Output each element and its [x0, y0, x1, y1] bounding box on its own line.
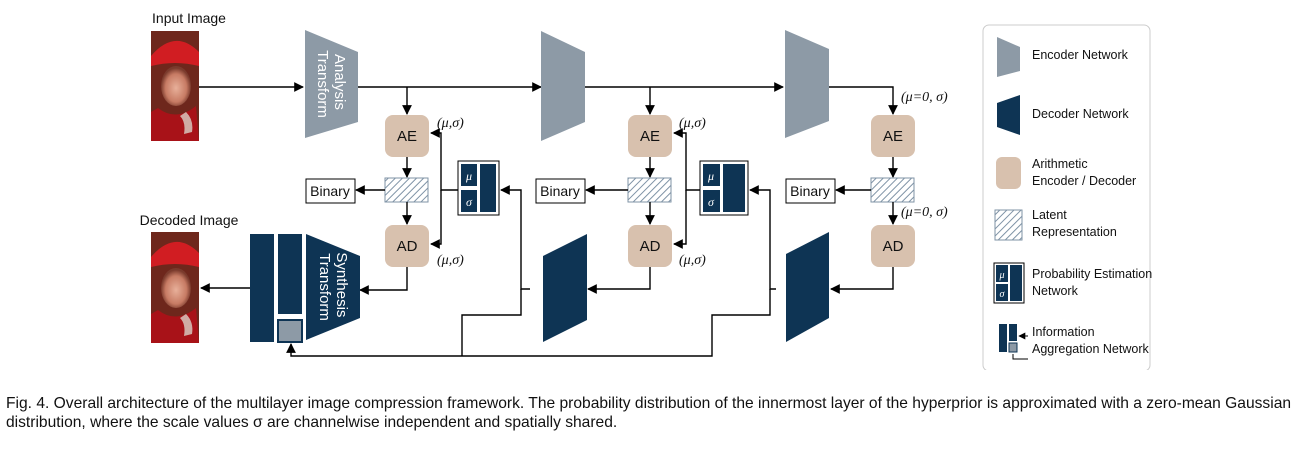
input-image — [151, 31, 199, 141]
svg-text:μ: μ — [465, 169, 472, 183]
ae-label-2: AE — [640, 128, 660, 145]
latent-1 — [384, 177, 429, 203]
hyper-decoder-1 — [543, 234, 587, 342]
legend-decoder-label: Decoder Network — [1032, 107, 1129, 121]
legend-prob-label: Probability Estimation Network — [1032, 267, 1156, 298]
input-image-label: Input Image — [152, 10, 226, 26]
arithmetic-decoder-3 — [871, 225, 915, 267]
binary-label-2: Binary — [540, 183, 580, 199]
svg-text:μ: μ — [998, 270, 1004, 281]
analysis-transform — [305, 30, 358, 138]
ad-label-1: AD — [397, 238, 418, 255]
musigma-1a: (μ,σ) — [437, 116, 464, 131]
musigma-2a: (μ,σ) — [679, 116, 706, 131]
analysis-transform-label: Analysis Transform — [314, 50, 348, 118]
ae-label-1: AE — [397, 128, 417, 145]
latent-2 — [627, 177, 672, 203]
svg-text:μ: μ — [707, 169, 714, 183]
arithmetic-decoder-1 — [385, 225, 429, 267]
ad-label-2: AD — [640, 238, 661, 255]
legend-arith-icon — [996, 157, 1021, 189]
synthesis-transform-label: Synthesis Transform — [316, 252, 350, 321]
hyper-encoder-1 — [541, 31, 585, 141]
legend-latent-label: Latent Representation — [1032, 208, 1117, 239]
binary-box-3 — [785, 178, 836, 204]
figure-caption: Fig. 4. Overall architecture of the mult… — [6, 395, 1292, 431]
svg-text:σ: σ — [466, 195, 473, 209]
mu0-label-a: (μ=0, σ) — [901, 90, 948, 105]
musigma-1b: (μ,σ) — [437, 253, 464, 268]
ae-label-3: AE — [883, 128, 903, 145]
legend-info-icon — [999, 324, 1028, 360]
binary-label-3: Binary — [790, 183, 830, 199]
legend-encoder-label: Encoder Network — [1032, 48, 1129, 62]
hyper-decoder-2 — [786, 232, 829, 342]
probability-estimation-network-2: μ σ — [699, 160, 749, 216]
binary-label-1: Binary — [310, 183, 350, 199]
arithmetic-encoder-3 — [871, 115, 915, 157]
arithmetic-decoder-2 — [628, 225, 672, 267]
legend-prob-icon: μ σ — [993, 262, 1025, 304]
legend-latent-icon — [994, 209, 1023, 241]
architecture-diagram: Input Image Decoded Image Analysis Trans… — [140, 10, 1156, 370]
legend-decoder-icon — [997, 95, 1020, 135]
binary-box-2 — [535, 178, 586, 204]
legend: Encoder Network Decoder Network Arithmet… — [982, 24, 1156, 370]
decoded-image — [151, 232, 199, 343]
binary-box-1 — [305, 178, 356, 204]
svg-text:σ: σ — [1000, 289, 1006, 300]
arithmetic-encoder-2 — [628, 115, 672, 157]
mu0-label-b: (μ=0, σ) — [901, 205, 948, 220]
hyper-encoder-2 — [785, 30, 829, 138]
musigma-2b: (μ,σ) — [679, 253, 706, 268]
legend-info-label: Information Aggregation Network — [1032, 325, 1149, 356]
legend-arith-label: Arithmetic Encoder / Decoder — [1032, 157, 1136, 188]
synthesis-transform — [306, 234, 360, 340]
ad-label-3: AD — [883, 238, 904, 255]
svg-text:σ: σ — [708, 195, 715, 209]
legend-encoder-icon — [997, 37, 1020, 77]
probability-estimation-network-1: μ σ — [457, 160, 500, 216]
latent-3 — [870, 177, 915, 203]
decoded-image-label: Decoded Image — [140, 212, 239, 228]
arithmetic-encoder-1 — [385, 115, 429, 157]
information-aggregation-network — [250, 234, 303, 343]
